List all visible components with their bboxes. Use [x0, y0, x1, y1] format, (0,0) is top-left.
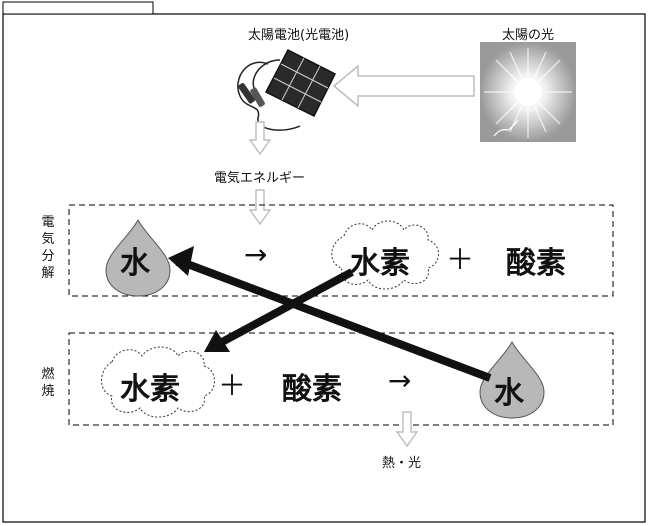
combustion-hydrogen: 水素 [120, 372, 180, 407]
side-char: 分 [41, 249, 55, 264]
solar-cell-image [237, 48, 337, 131]
electrolysis-plus: ＋ [446, 243, 475, 276]
electric-energy-label: 電気エネルギー [214, 171, 306, 186]
electrolysis-oxygen: 酸素 [506, 246, 566, 281]
crossing-arrows [168, 246, 492, 382]
side-char: 焼 [41, 384, 55, 399]
side-char: 燃 [41, 367, 55, 382]
electrolysis-hydrogen: 水素 [350, 246, 410, 281]
hydrogen-cloud-1 [331, 220, 439, 290]
side-char: 気 [41, 232, 55, 247]
side-char: 電 [41, 215, 55, 230]
electrolysis-box [68, 204, 614, 297]
combustion-box [68, 332, 614, 426]
combustion-arrow: → [388, 364, 412, 397]
hydrogen-to-hydrogen-arrow [220, 268, 354, 346]
solar-cell-label: 太陽電池(光電池) [248, 28, 350, 43]
heat-light-label: 熱・光 [382, 456, 422, 471]
water-drop-1 [105, 218, 171, 297]
outer-border [2, 13, 646, 523]
clip-icon [238, 83, 265, 107]
sunlight-image [480, 42, 576, 142]
combustion-side-label: 燃 焼 [40, 366, 56, 400]
electrolysis-arrow: → [244, 238, 268, 271]
header-tab [2, 1, 154, 15]
combustion-oxygen: 酸素 [282, 372, 342, 407]
energy-to-electrolysis-arrow [248, 189, 272, 226]
side-char: 解 [41, 266, 55, 281]
heat-light-arrow [395, 411, 419, 448]
electrolysis-side-label: 電 気 分 解 [40, 214, 56, 282]
sunlight-to-cell-arrow [332, 64, 475, 108]
sunlight-label: 太陽の光 [502, 28, 555, 43]
electrolysis-water: 水 [120, 246, 150, 281]
hydrogen-cloud-2 [101, 346, 215, 418]
combustion-water: 水 [494, 376, 524, 411]
combustion-plus: ＋ [218, 369, 247, 402]
cell-to-energy-arrow [248, 121, 272, 156]
